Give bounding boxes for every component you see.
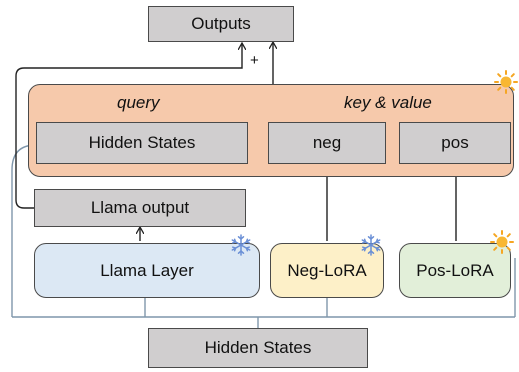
- pos-kv-box: pos: [399, 122, 511, 164]
- llama-layer-box: Llama Layer: [34, 243, 260, 298]
- sun-icon: [490, 230, 514, 254]
- neg-lora-box: Neg-LoRA: [270, 243, 384, 298]
- hidden-states-query-box: Hidden States: [36, 122, 248, 164]
- query-label: query: [117, 93, 160, 112]
- snowflake-icon: [231, 234, 251, 256]
- outputs-box: Outputs: [148, 6, 294, 42]
- residual-wire: [15, 44, 242, 209]
- pos-lora-box: Pos-LoRA: [399, 243, 511, 298]
- neg-kv-box: neg: [268, 122, 386, 164]
- key-value-label: key & value: [344, 93, 432, 112]
- snowflake-icon: [361, 234, 381, 256]
- hidden-states-input-box: Hidden States: [148, 328, 368, 368]
- plus-sign: +: [250, 52, 259, 69]
- llama-output-box: Llama output: [34, 189, 246, 227]
- sun-icon: [494, 70, 518, 94]
